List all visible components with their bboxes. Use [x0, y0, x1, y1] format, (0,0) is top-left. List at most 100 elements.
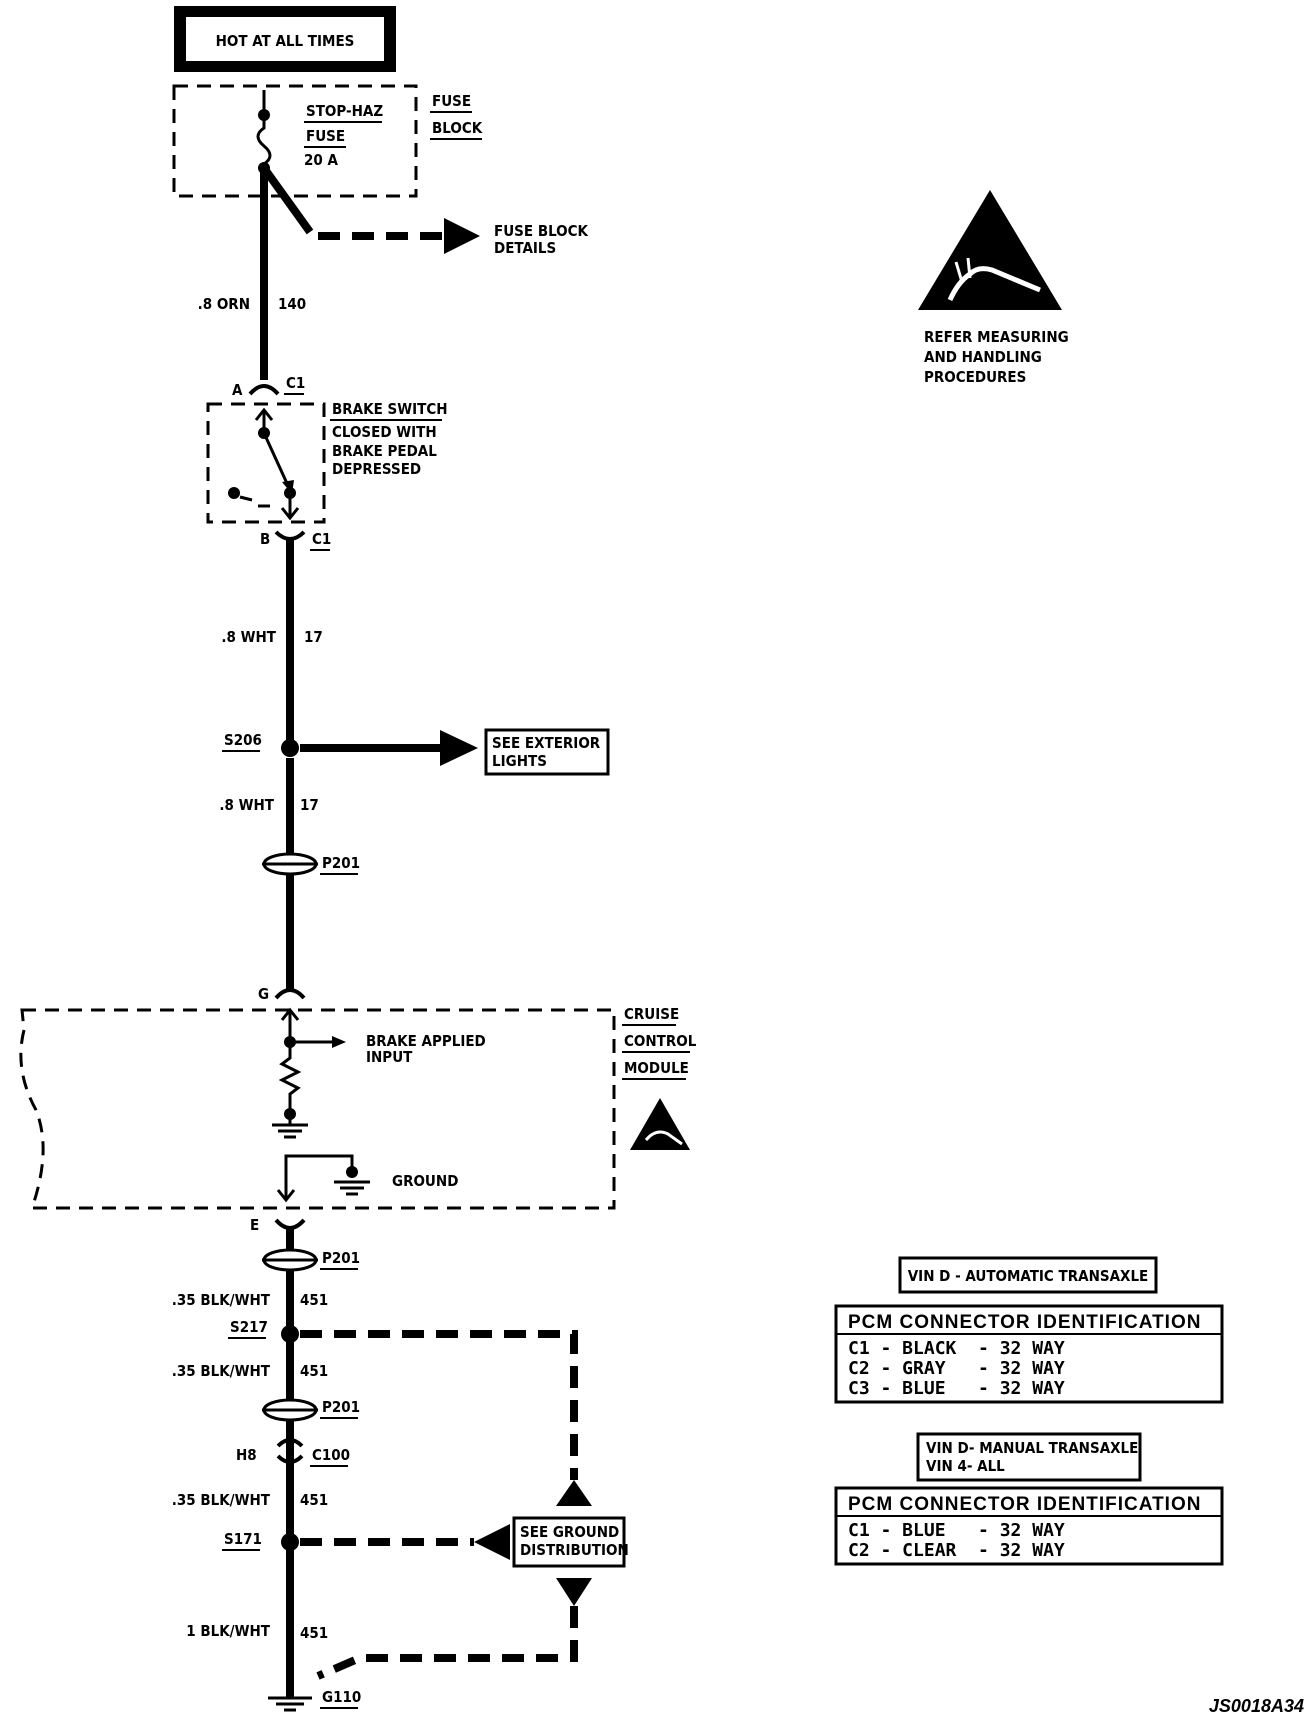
manual-transaxle-label-1: VIN D- MANUAL TRANSAXLE [926, 1439, 1138, 1457]
fuse-name: STOP-HAZ [306, 102, 383, 120]
brake-switch-title: BRAKE SWITCH [332, 400, 448, 418]
module-name-3: MODULE [624, 1059, 689, 1077]
ground-distribution-ref-box [512, 1516, 626, 1568]
p201-lower: P201 [262, 1398, 360, 1422]
wire-451-a-gauge: .35 BLK/WHT [172, 1291, 271, 1309]
exterior-lights-ref-2: LIGHTS [492, 752, 547, 770]
pcm-manual-row-1: C1 - BLUE - 32 WAY [848, 1520, 1065, 1541]
fuse-details-label-1: FUSE BLOCK [494, 222, 589, 240]
power-source-label: HOT AT ALL TIMES [216, 32, 355, 50]
brake-switch-line4: DEPRESSED [332, 460, 421, 478]
pcm-manual-row-2: C2 - CLEAR - 32 WAY [848, 1540, 1065, 1561]
esd-line-1: REFER MEASURING [924, 328, 1069, 346]
s217-label: S217 [230, 1318, 268, 1336]
wire-451-c-circuit: 451 [300, 1491, 328, 1509]
g110-label: G110 [322, 1688, 361, 1706]
brake-applied-input-2: INPUT [366, 1048, 413, 1066]
fuse-details-label-2: DETAILS [494, 239, 556, 257]
wire-17-lower-gauge: .8 WHT [219, 796, 274, 814]
power-source-box: HOT AT ALL TIMES [174, 6, 396, 72]
pcm-auto-title: PCM CONNECTOR IDENTIFICATION [848, 1312, 1201, 1333]
module-ground-label: GROUND [392, 1172, 458, 1190]
wire-451-b-gauge: .35 BLK/WHT [172, 1362, 271, 1380]
module-connector-g: G [258, 985, 306, 1003]
ground-ref-arrow-down [556, 1578, 592, 1606]
pcm-table-automatic: PCM CONNECTOR IDENTIFICATION C1 - BLACK … [834, 1304, 1224, 1404]
pcm-auto-row-2: C2 - GRAY - 32 WAY [848, 1358, 1065, 1379]
brake-switch-line2: CLOSED WITH [332, 423, 437, 441]
c100-label: C100 [312, 1446, 350, 1464]
module-name-1: CRUISE [624, 1005, 679, 1023]
ground-distribution-ref-1: SEE GROUND [520, 1523, 619, 1541]
cruise-module-outline [19, 1008, 616, 1210]
ground-g110: G110 [268, 1688, 361, 1712]
module-ground-circuit [276, 1154, 370, 1203]
esd-warning-icon [918, 190, 1062, 310]
resistor-symbol [278, 1042, 302, 1112]
p201-middle-label: P201 [322, 1249, 360, 1267]
brake-switch-outline [206, 402, 326, 524]
ground-ref-arrow-left [474, 1524, 510, 1560]
brake-applied-input-1: BRAKE APPLIED [366, 1032, 486, 1050]
splice-s206 [281, 739, 299, 757]
brake-applied-circuit [272, 1007, 346, 1139]
module-connector-e: E [250, 1216, 306, 1234]
g110-ground-path [316, 1606, 578, 1680]
wire-140-gauge: .8 ORN [198, 295, 250, 313]
fuse-block-outline [172, 84, 418, 198]
brake-switch-line3: BRAKE PEDAL [332, 442, 437, 460]
fuse-word: FUSE [306, 127, 345, 145]
p201-upper: P201 [262, 852, 360, 876]
esd-warning-small-icon [630, 1098, 690, 1150]
pcm-auto-row-3: C3 - BLUE - 32 WAY [848, 1378, 1065, 1399]
connector-c100: H8 C100 [236, 1438, 350, 1467]
module-name-2: CONTROL [624, 1032, 697, 1050]
pcm-table-manual: PCM CONNECTOR IDENTIFICATION C1 - BLUE -… [834, 1486, 1224, 1566]
wire-451-a-circuit: 451 [300, 1291, 328, 1309]
wire-451-d-circuit: 451 [300, 1624, 328, 1642]
s217-ground-path [300, 1330, 578, 1480]
pin-e: E [250, 1216, 259, 1234]
auto-transaxle-label: VIN D - AUTOMATIC TRANSAXLE [908, 1267, 1149, 1285]
esd-line-2: AND HANDLING [924, 348, 1042, 366]
c100-pin: H8 [236, 1446, 257, 1464]
stop-haz-fuse: STOP-HAZ FUSE 20 A [256, 90, 383, 174]
brake-switch-connector-a: A C1 [232, 374, 305, 399]
document-id: JS0018A34 [1209, 1696, 1304, 1716]
brake-switch [228, 407, 300, 521]
s171-label: S171 [224, 1530, 262, 1548]
pin-a: A [232, 381, 243, 399]
connector-c1-b: C1 [312, 530, 331, 548]
fuse-details-arrow [444, 218, 480, 254]
ground-ref-arrow-up [556, 1480, 592, 1506]
auto-transaxle-tag [898, 1256, 1158, 1294]
pin-g: G [258, 985, 269, 1003]
wire-451-d-gauge: 1 BLK/WHT [186, 1622, 271, 1640]
p201-lower-label: P201 [322, 1398, 360, 1416]
exterior-lights-arrow [440, 730, 478, 766]
pcm-manual-title: PCM CONNECTOR IDENTIFICATION [848, 1494, 1201, 1515]
wire-140-circuit: 140 [278, 295, 306, 313]
brake-switch-connector-b: B C1 [260, 530, 331, 551]
ground-distribution-ref-2: DISTRIBUTION [520, 1541, 629, 1559]
pcm-auto-row-1: C1 - BLACK - 32 WAY [848, 1338, 1065, 1359]
pin-b: B [260, 530, 270, 548]
wire-17-upper-gauge: .8 WHT [221, 628, 276, 646]
wire-451-b-circuit: 451 [300, 1362, 328, 1380]
splice-s171 [281, 1533, 299, 1551]
wire-17-lower-circuit: 17 [300, 796, 319, 814]
exterior-lights-ref-box [484, 728, 610, 776]
splice-s217 [281, 1325, 299, 1343]
manual-transaxle-tag [916, 1432, 1142, 1482]
connector-c1-a: C1 [286, 374, 305, 392]
p201-middle: P201 [262, 1248, 360, 1272]
fuse-block-label-1: FUSE [432, 92, 471, 110]
wire-451-c-gauge: .35 BLK/WHT [172, 1491, 271, 1509]
manual-transaxle-label-2: VIN 4- ALL [926, 1457, 1005, 1475]
s206-label: S206 [224, 731, 262, 749]
wire-17-upper-circuit: 17 [304, 628, 323, 646]
p201-upper-label: P201 [322, 854, 360, 872]
fuse-rating: 20 A [304, 151, 338, 169]
fuse-block-label-2: BLOCK [432, 119, 483, 137]
